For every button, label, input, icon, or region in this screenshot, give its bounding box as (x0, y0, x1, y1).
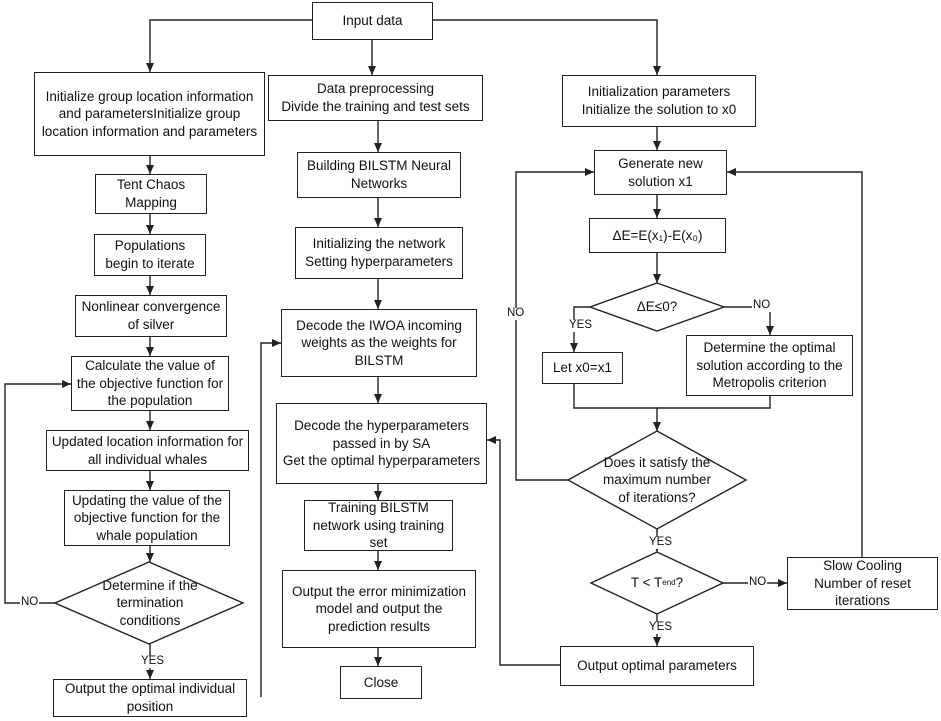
slow-cooling-box: Slow Cooling Number of reset iterations (787, 557, 938, 610)
max-iterations-label: Does it satisfy the maximum number of it… (602, 454, 712, 505)
update-objective-box: Updating the value of the objective func… (64, 490, 230, 546)
calc-objective-box: Calculate the value of the objective fun… (71, 356, 229, 411)
label-no-termination: NO (20, 596, 40, 609)
populations-iterate-box: Populations begin to iterate (94, 234, 206, 276)
train-bilstm-box: Training BILSTM network using training s… (304, 500, 453, 551)
termination-decision-label: Determine if the termination conditions (102, 577, 198, 628)
close-box: Close (340, 666, 422, 699)
delta-e-box: ΔE=E(x₁)-E(x₀) (589, 218, 726, 253)
build-bilstm-box: Building BILSTM Neural Networks (297, 152, 461, 198)
label-no-delta: NO (752, 299, 772, 312)
edge-input-right (433, 19, 661, 75)
temperature-subscript: end (662, 577, 676, 587)
delta-check-diamond (587, 282, 727, 332)
nonlinear-convergence-box: Nonlinear convergence of silver (75, 295, 227, 337)
edge-left-no-loop (4, 380, 71, 604)
edge-input-left (146, 19, 312, 72)
edge-cooling-loop (727, 168, 863, 557)
label-yes-iterations: YES (648, 536, 674, 549)
temperature-prefix: T < T (630, 575, 663, 591)
edge-delta-yes (570, 306, 590, 352)
label-no-temperature: NO (748, 576, 768, 589)
output-error-model-box: Output the error minimization model and … (282, 570, 476, 648)
edge-metropolis-merge (653, 396, 771, 431)
temperature-suffix: ? (675, 575, 684, 591)
label-yes-termination: YES (140, 655, 166, 668)
init-network-box: Initializing the network Setting hyperpa… (295, 227, 463, 279)
generate-solution-box: Generate new solution x1 (594, 150, 727, 195)
label-no-iterations: NO (506, 307, 526, 320)
edge-output-to-decode (260, 339, 281, 697)
delta-check-label: ΔE≤0? (636, 299, 678, 315)
edge-iter-no (515, 168, 594, 481)
edge-let-merge (573, 384, 657, 409)
init-group-box: Initialize group location information an… (34, 72, 265, 156)
tent-chaos-box: Tent Chaos Mapping (95, 174, 207, 214)
metropolis-box: Determine the optimal solution according… (686, 335, 853, 396)
update-location-box: Updated location information for all ind… (46, 430, 249, 471)
init-params-box: Initialization parameters Initialize the… (562, 75, 756, 127)
input-data-box: Input data (312, 2, 433, 40)
data-preprocessing-box: Data preprocessing Divide the training a… (268, 75, 483, 121)
let-x0-box: Let x0=x1 (542, 352, 623, 384)
decode-iwoa-box: Decode the IWOA incoming weights as the … (281, 309, 477, 377)
edge-output-params-to-sa (487, 436, 560, 666)
termination-diamond (53, 561, 245, 645)
label-yes-temperature: YES (648, 621, 674, 634)
output-optimal-position-box: Output the optimal individual position (53, 679, 247, 717)
label-yes-delta: YES (568, 319, 594, 332)
output-optimal-params-box: Output optimal parameters (560, 646, 754, 686)
decode-sa-box: Decode the hyperparameters passed in by … (276, 403, 487, 484)
